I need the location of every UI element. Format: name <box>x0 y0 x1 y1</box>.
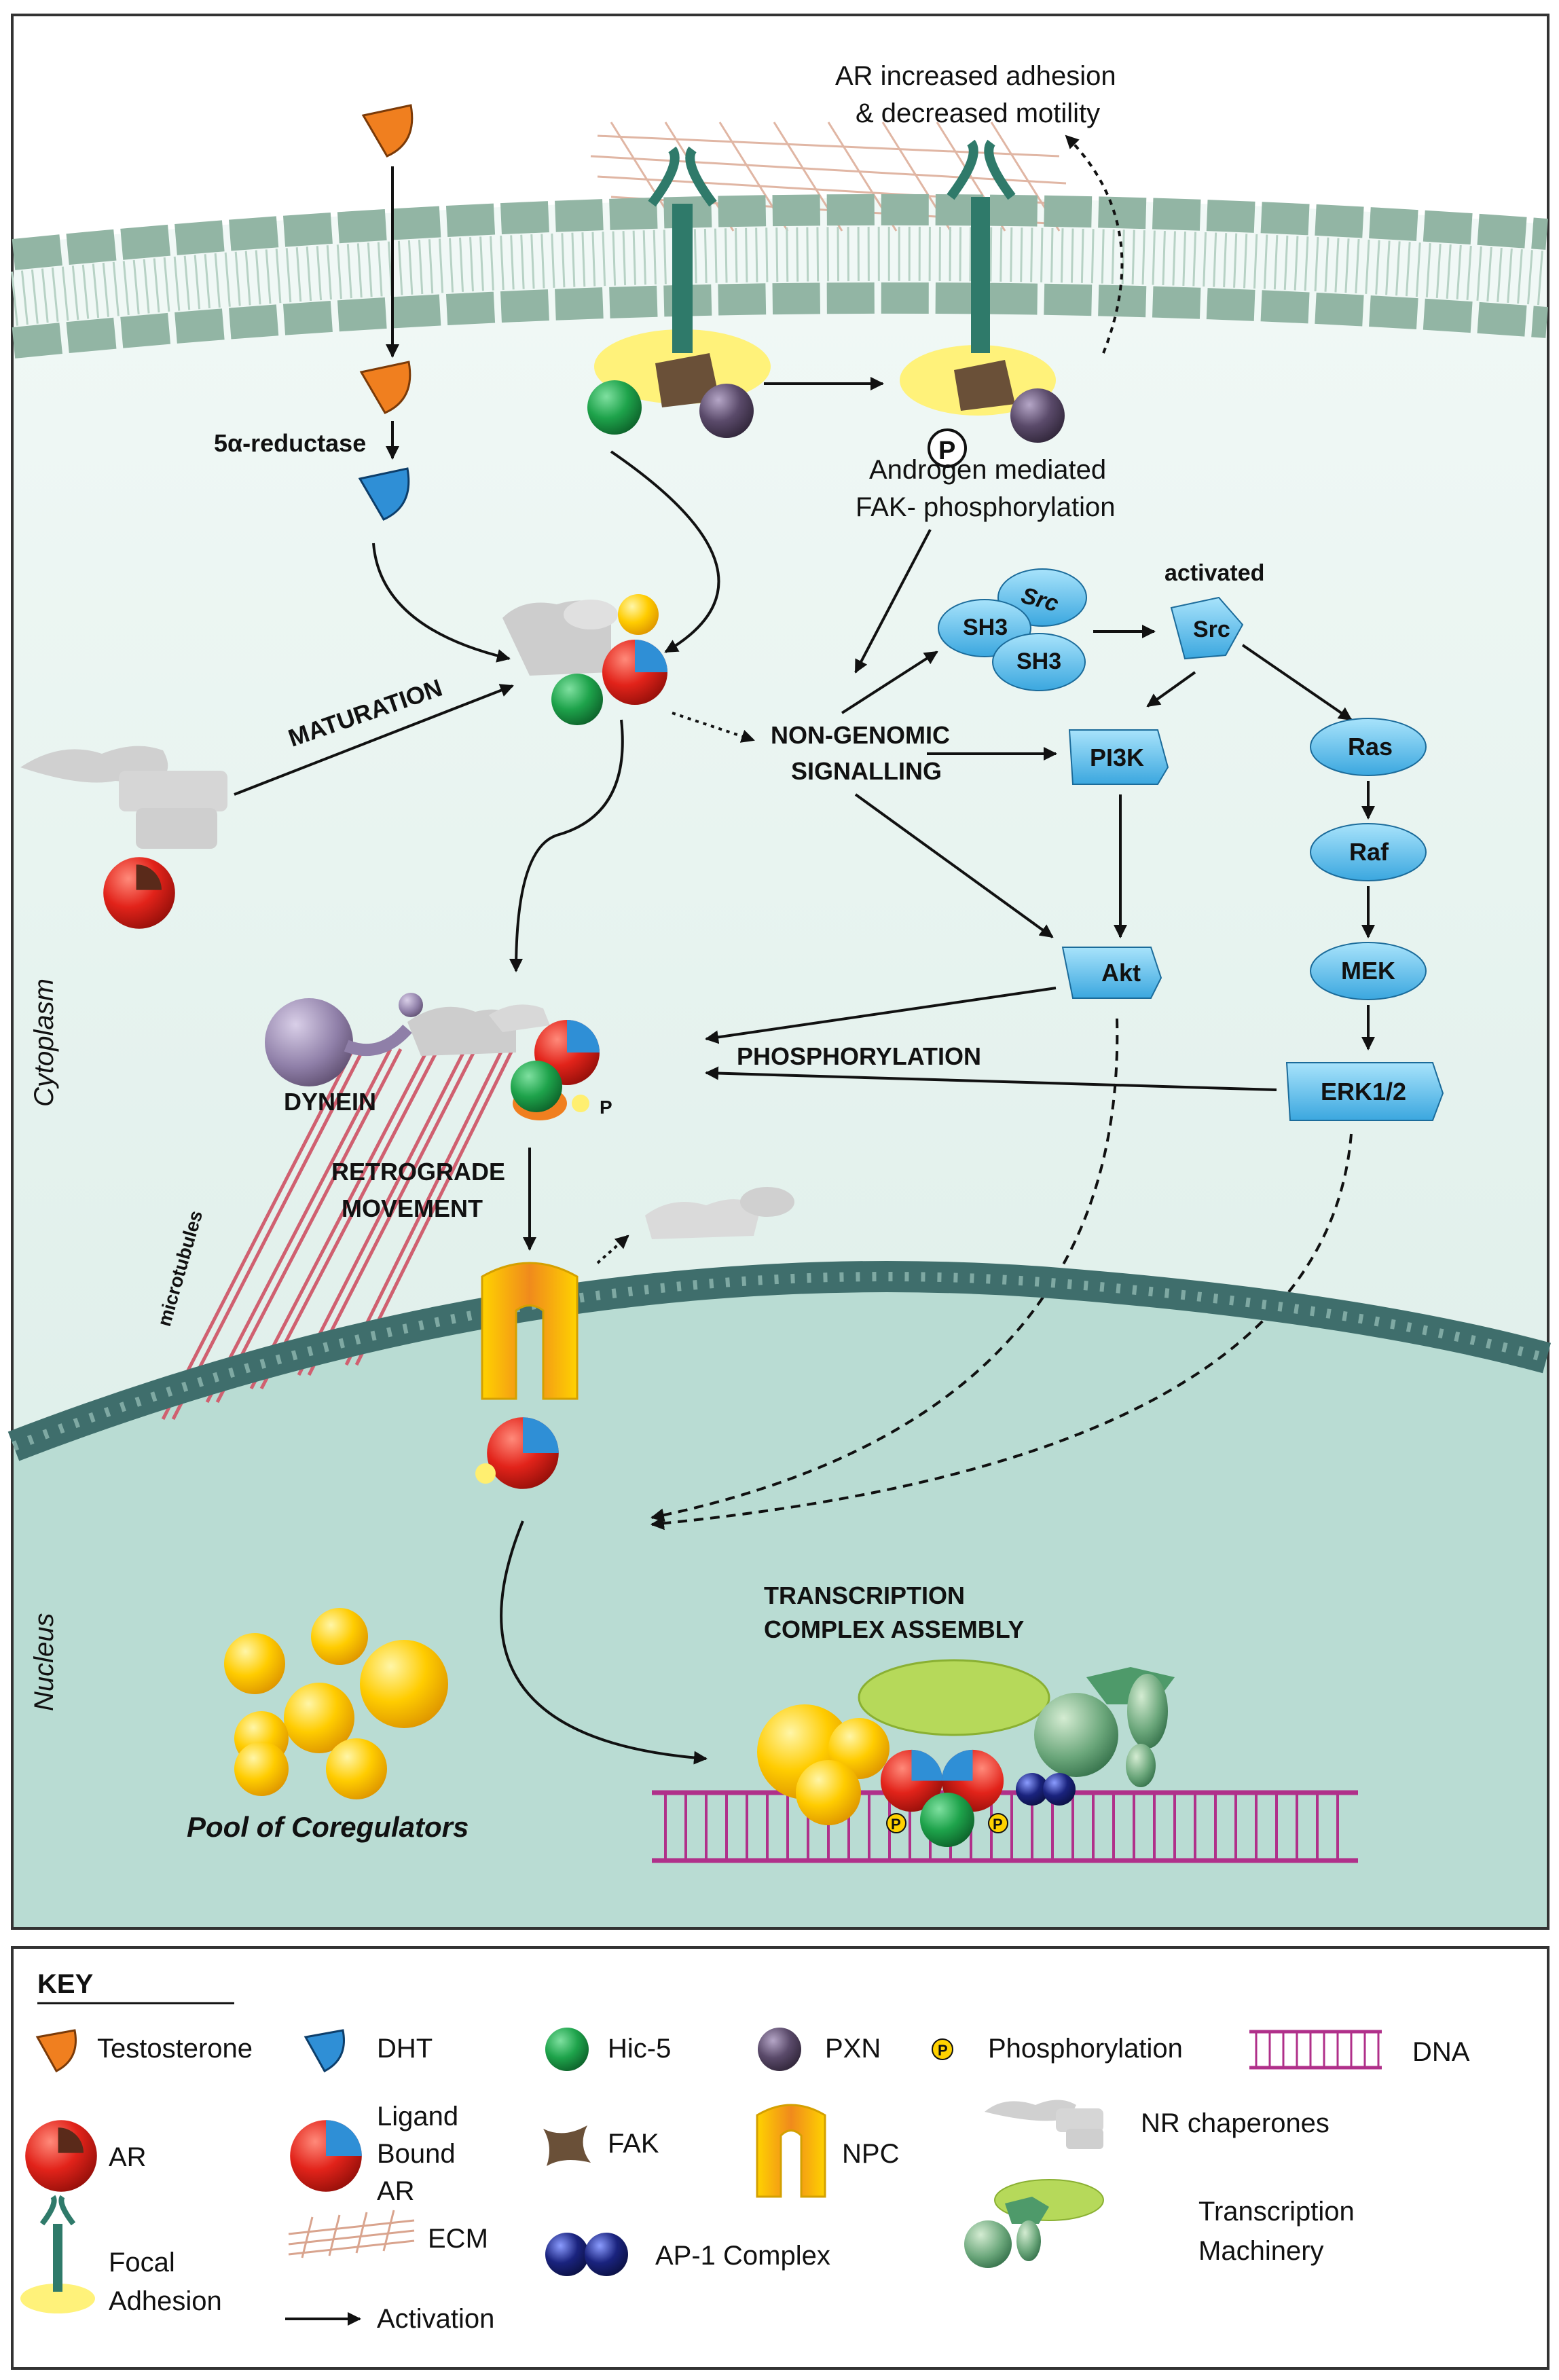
key-ar: AR <box>109 2142 147 2172</box>
key-focal-2: Adhesion <box>109 2286 222 2316</box>
key-hic5: Hic-5 <box>608 2034 671 2064</box>
src-active: Src <box>1170 596 1244 660</box>
reductase-label: 5α-reductase <box>214 429 366 457</box>
transcription-complex <box>757 1659 1175 1847</box>
fak-phospho-p: P <box>938 437 955 465</box>
key-transcription-2: Machinery <box>1198 2236 1324 2266</box>
ar-in-nucleus <box>487 1417 559 1489</box>
raf-node: Raf <box>1310 823 1427 881</box>
key-activation: Activation <box>377 2304 494 2334</box>
key-dna: DNA <box>1412 2037 1470 2067</box>
cytoplasm-label: Cytoplasm <box>29 978 59 1107</box>
key-chaperones: NR chaperones <box>1141 2108 1329 2138</box>
ras-label: Ras <box>1348 733 1393 761</box>
mek-label: MEK <box>1341 957 1395 985</box>
key-testosterone: Testosterone <box>97 2034 253 2064</box>
key-focal-1: Focal <box>109 2248 175 2277</box>
nucleus-region <box>14 1270 1547 1927</box>
akt-node: Akt <box>1061 947 1162 999</box>
sh3-label-a: SH3 <box>963 615 1008 640</box>
fak-phos-text-1: Androgen mediated <box>869 455 1106 485</box>
nucleus-label: Nucleus <box>29 1613 59 1711</box>
pi3k-node: PI3K <box>1068 729 1169 785</box>
key-p-glyph: P <box>938 2042 948 2059</box>
npc-icon <box>756 2104 826 2198</box>
key-pxn: PXN <box>825 2034 881 2064</box>
phosphorylation-label: PHOSPHORYLATION <box>737 1042 981 1070</box>
key-fak: FAK <box>608 2129 659 2159</box>
erk-node: ERK1/2 <box>1285 1062 1444 1121</box>
key-panel: KEY Testosterone DHT Hic-5 PXN P Phospho… <box>11 1946 1549 2370</box>
dynein-complex <box>265 993 600 1120</box>
dht-molecule <box>358 467 410 521</box>
nongenomic-label-1: NON-GENOMIC <box>771 721 950 749</box>
tca-label-2: COMPLEX ASSEMBLY <box>764 1615 1024 1643</box>
transcription-machinery-icon <box>964 2179 1104 2268</box>
fak-icon <box>543 2125 591 2166</box>
plasma-membrane <box>10 194 1549 359</box>
testosterone-top <box>361 104 414 158</box>
testosterone-icon <box>35 2029 77 2072</box>
pi3k-label: PI3K <box>1090 744 1144 771</box>
ecm-icon <box>288 2210 415 2258</box>
focal-adhesion-right: P <box>900 139 1065 468</box>
retrograde-label-1: RETROGRADE <box>331 1158 505 1186</box>
raf-label: Raf <box>1349 838 1389 866</box>
dna-icon <box>1249 2030 1382 2070</box>
key-transcription-1: Transcription <box>1198 2197 1355 2227</box>
erk-label: ERK1/2 <box>1321 1078 1406 1105</box>
key-ligand-1: Ligand <box>377 2102 458 2131</box>
focal-adhesion-left <box>587 146 771 438</box>
key-ligand-2: Bound <box>377 2139 456 2169</box>
tca-label-1: TRANSCRIPTION <box>764 1581 965 1609</box>
ras-node: Ras <box>1310 718 1427 776</box>
nuclear-envelope <box>7 1261 1551 1461</box>
phosphorylation-icon <box>932 2038 953 2060</box>
released-chaperone <box>645 1187 794 1239</box>
focal-adhesion-icon <box>20 2195 95 2313</box>
key-ap1: AP-1 Complex <box>655 2241 830 2271</box>
activated-label: activated <box>1164 560 1264 586</box>
immature-chaperone-complex <box>20 746 227 929</box>
nr-chaperones-icon <box>985 2100 1103 2149</box>
src-active-label: Src <box>1193 617 1230 642</box>
key-phosphorylation: Phosphorylation <box>988 2034 1183 2064</box>
key-title: KEY <box>37 1969 94 1999</box>
dna-strand <box>652 1790 1358 1863</box>
ar-motility-text-1: AR increased adhesion <box>835 61 1116 91</box>
dynein-label: DYNEIN <box>284 1088 376 1116</box>
key-ecm: ECM <box>428 2224 488 2254</box>
key-npc: NPC <box>842 2139 899 2169</box>
pxn-icon <box>758 2028 801 2071</box>
fak-phos-text-2: FAK- phosphorylation <box>856 492 1115 522</box>
sh3-label-b: SH3 <box>1016 648 1061 674</box>
ap1-complex-icon <box>545 2233 628 2276</box>
coregulator-pool <box>224 1608 448 1799</box>
dynein-p-label: P <box>600 1097 612 1118</box>
dna-phospho-p-1: P <box>891 1816 901 1833</box>
nongenomic-label-2: SIGNALLING <box>791 757 942 785</box>
testosterone-mid <box>359 361 411 414</box>
ar-icon <box>25 2120 97 2192</box>
ligand-bound-ar-icon <box>290 2120 362 2192</box>
retrograde-label-2: MOVEMENT <box>342 1194 483 1222</box>
dna-phospho-p-2: P <box>993 1816 1003 1833</box>
key-ligand-3: AR <box>377 2176 415 2206</box>
chaperone-ar-complex <box>502 594 667 725</box>
dht-icon <box>304 2029 345 2072</box>
pool-label: Pool of Coregulators <box>187 1811 469 1843</box>
hic5-icon <box>545 2028 589 2071</box>
nuclear-pore-complex <box>481 1262 579 1400</box>
key-dht: DHT <box>377 2034 433 2064</box>
mek-node: MEK <box>1310 942 1427 1000</box>
akt-label: Akt <box>1101 959 1141 987</box>
ar-motility-text-2: & decreased motility <box>856 98 1100 128</box>
microtubules <box>161 1048 515 1421</box>
src-inactive-complex: Src SH3 SH3 <box>938 568 1087 691</box>
